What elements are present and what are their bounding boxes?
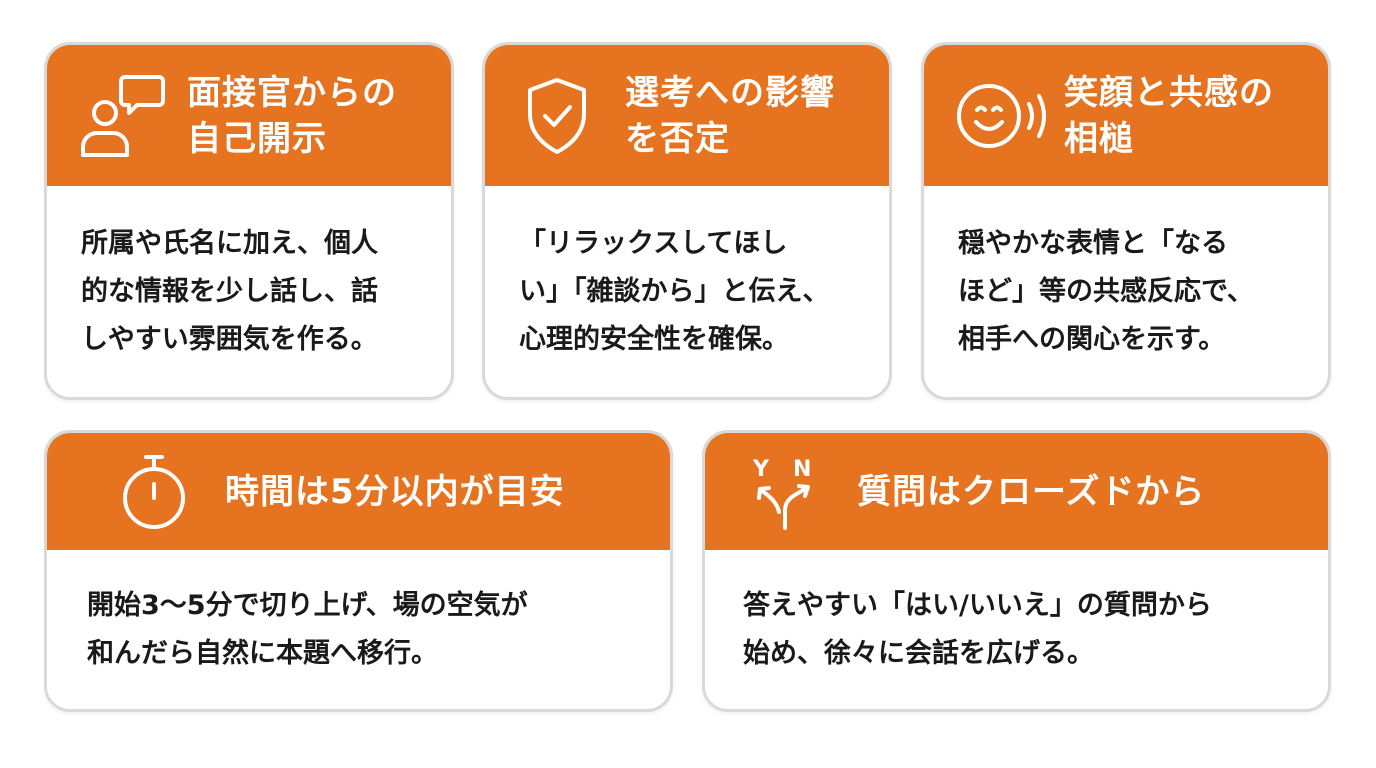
card-time-limit: 時間は5分以内が目安 開始3～5分で切り上げ、場の空気が 和んだら自然に本題へ移… xyxy=(44,430,673,712)
card-title: 質問はクローズドから xyxy=(857,469,1205,515)
card-header: 面接官からの 自己開示 xyxy=(47,45,451,186)
title-line: 質問はクローズドから xyxy=(857,471,1206,512)
card-header: 笑顔と共感の 相槌 xyxy=(924,45,1328,186)
title-line: 時間は5分以内が目安 xyxy=(225,471,565,512)
body-line: い」「雑談から」と伝え、 xyxy=(519,275,830,307)
card-header: 選考への影響 を否定 xyxy=(485,45,889,186)
card-body: 開始3～5分で切り上げ、場の空気が 和んだら自然に本題へ移行。 xyxy=(47,550,670,709)
title-line: 自己開示 xyxy=(187,118,327,159)
title-line: 相槌 xyxy=(1064,118,1134,159)
shield-check-icon xyxy=(521,71,593,161)
yes-no-branch-icon: Y N xyxy=(749,450,821,534)
title-line: を否定 xyxy=(625,118,730,159)
card-body: 穏やかな表情と「なる ほど」等の共感反応で、 相手への関心を示す。 xyxy=(924,186,1328,397)
body-line: 和んだら自然に本題へ移行。 xyxy=(87,637,438,669)
card-smile-empathy: 笑顔と共感の 相槌 穏やかな表情と「なる ほど」等の共感反応で、 相手への関心を… xyxy=(921,42,1331,400)
body-line: 所属や氏名に加え、個人 xyxy=(81,227,378,259)
body-line: 心理的安全性を確保。 xyxy=(519,323,789,355)
card-header: Y N 質問はクローズドから xyxy=(705,433,1328,550)
card-self-disclosure: 面接官からの 自己開示 所属や氏名に加え、個人 的な情報を少し話し、話 しやすい… xyxy=(44,42,454,400)
stopwatch-icon xyxy=(119,452,189,532)
title-line: 面接官からの xyxy=(187,72,397,113)
card-body: 所属や氏名に加え、個人 的な情報を少し話し、話 しやすい雰囲気を作る。 xyxy=(47,186,451,397)
card-closed-questions: Y N 質問はクローズドから 答えやすい「はい/いいえ」の質問から 始め、徐々に… xyxy=(702,430,1331,712)
card-title: 時間は5分以内が目安 xyxy=(225,469,565,515)
card-body: 答えやすい「はい/いいえ」の質問から 始め、徐々に会話を広げる。 xyxy=(705,550,1328,709)
body-line: ほど」等の共感反応で、 xyxy=(958,275,1254,307)
body-line: 答えやすい「はい/いいえ」の質問から xyxy=(743,589,1212,621)
body-line: 的な情報を少し話し、話 xyxy=(81,275,378,307)
card-deny-selection-impact: 選考への影響 を否定 「リラックスしてほし い」「雑談から」と伝え、 心理的安全… xyxy=(482,42,892,400)
card-title: 笑顔と共感の 相槌 xyxy=(1064,70,1274,162)
smiling-face-icon xyxy=(950,71,1050,161)
body-line: 相手への関心を示す。 xyxy=(958,323,1226,355)
person-speech-bubble-icon xyxy=(77,71,167,161)
title-line: 笑顔と共感の xyxy=(1064,72,1274,113)
title-line: 選考への影響 xyxy=(625,72,835,113)
card-header: 時間は5分以内が目安 xyxy=(47,433,670,550)
yes-letter: Y xyxy=(752,457,770,482)
body-line: 開始3～5分で切り上げ、場の空気が xyxy=(87,589,528,621)
body-line: 穏やかな表情と「なる xyxy=(958,227,1228,259)
card-body: 「リラックスしてほし い」「雑談から」と伝え、 心理的安全性を確保。 xyxy=(485,186,889,397)
no-letter: N xyxy=(793,457,811,482)
card-title: 面接官からの 自己開示 xyxy=(187,70,397,162)
body-line: しやすい雰囲気を作る。 xyxy=(81,323,378,355)
body-line: 始め、徐々に会話を広げる。 xyxy=(743,637,1094,669)
card-title: 選考への影響 を否定 xyxy=(625,70,835,162)
body-line: 「リラックスしてほし xyxy=(519,227,788,259)
